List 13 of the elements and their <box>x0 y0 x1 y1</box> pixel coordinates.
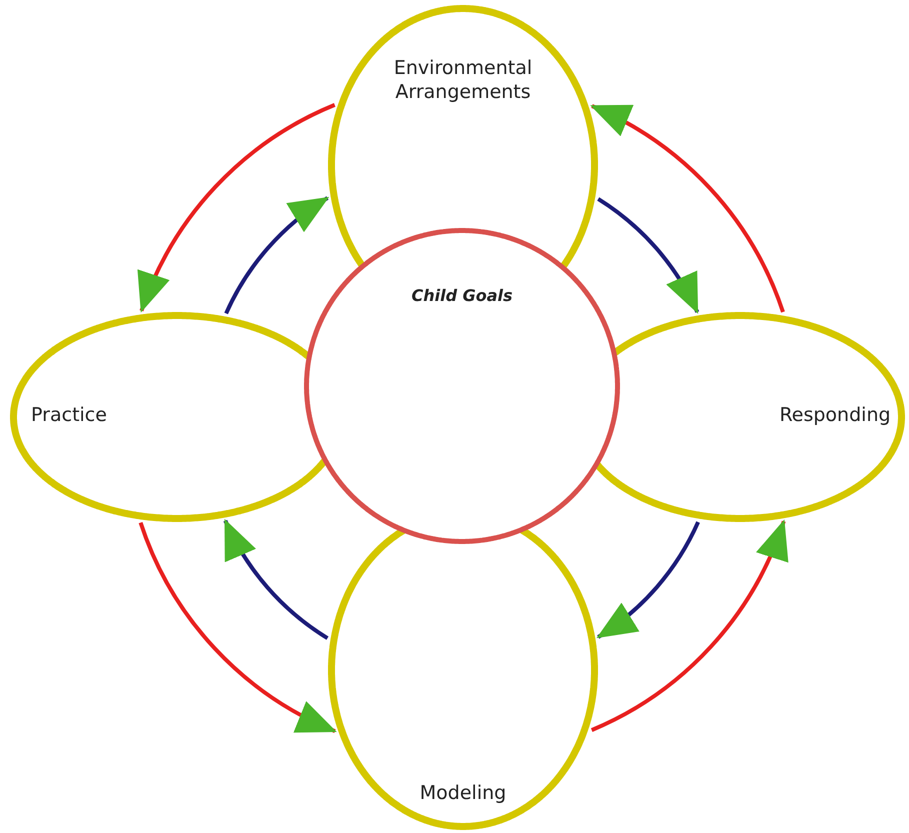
curved-arrow <box>590 104 785 313</box>
curved-arrow <box>140 103 336 313</box>
node-label: Environmental Arrangements <box>392 57 534 104</box>
curved-arrow <box>596 521 700 639</box>
curved-arrow <box>224 518 329 640</box>
curved-arrow <box>224 196 330 314</box>
node-label: Practice <box>30 404 108 428</box>
curved-arrow <box>590 519 786 732</box>
curved-arrow <box>597 197 700 314</box>
node-label: Modeling <box>418 782 508 806</box>
node-label: Child Goals <box>410 286 514 306</box>
curved-arrow <box>138 522 337 733</box>
node-label: Responding <box>778 404 892 428</box>
